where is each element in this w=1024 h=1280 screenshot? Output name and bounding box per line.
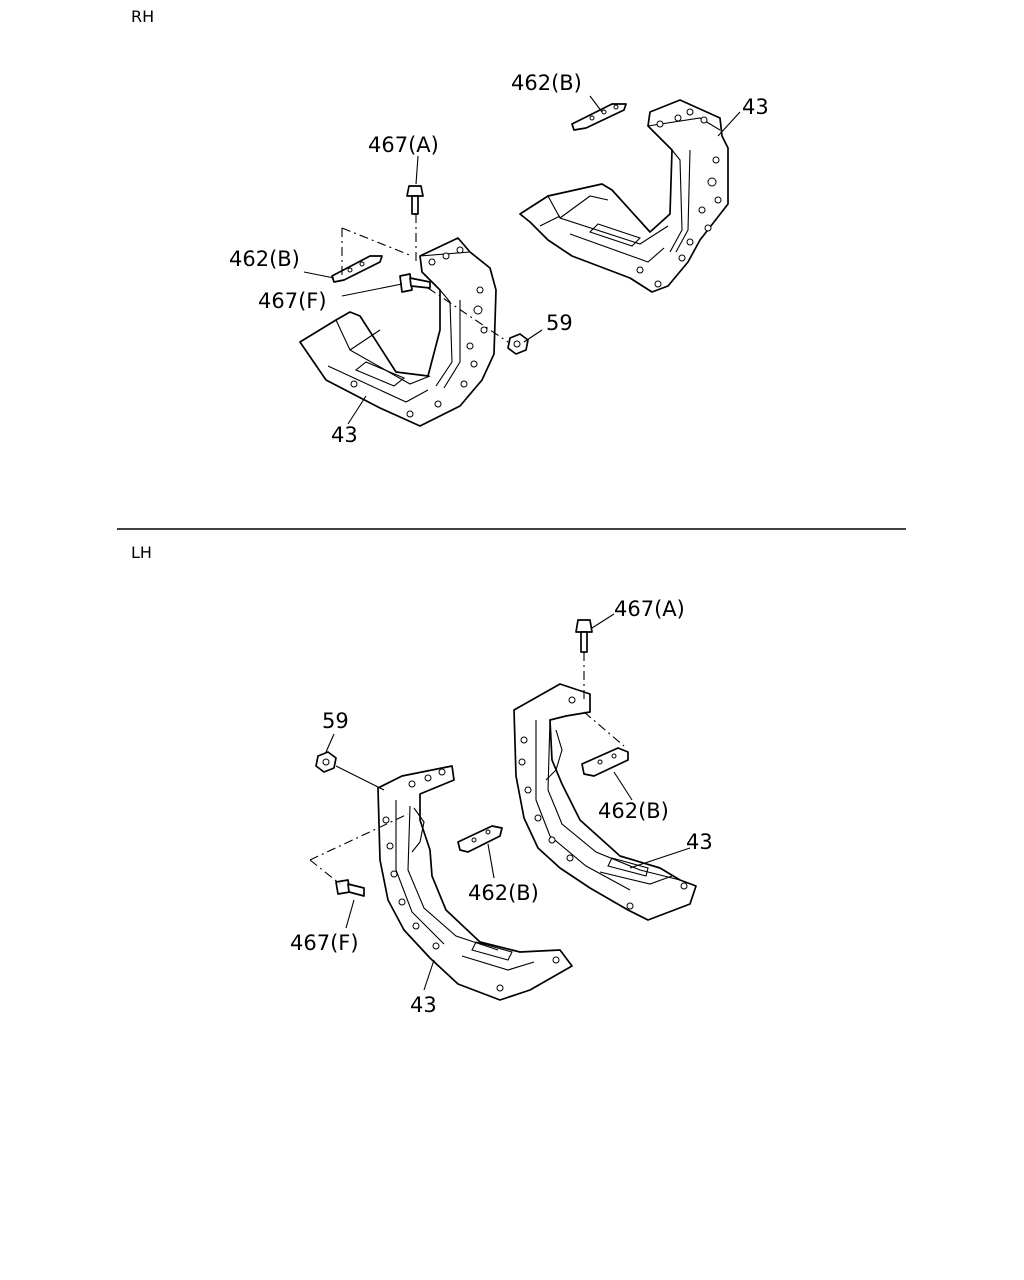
lh-bolt-467a <box>575 619 593 653</box>
lh-frame-43-right <box>513 683 697 921</box>
rh-bracket-462b-top <box>571 103 627 131</box>
lh-label-bracket-462b-right: 462(B) <box>598 799 669 823</box>
lh-label-frame-43-main: 43 <box>410 993 437 1017</box>
rh-label-bracket-462b-top: 462(B) <box>511 71 582 95</box>
lh-bracket-462b-center <box>457 825 503 853</box>
rh-bolt-467a <box>406 185 424 215</box>
lh-label-bolt-467a: 467(A) <box>614 597 685 621</box>
rh-label-bolt-467f: 467(F) <box>258 289 327 313</box>
lh-frame-43-main <box>377 765 573 1001</box>
lh-label-frame-43-right: 43 <box>686 830 713 854</box>
lh-section-title: LH <box>131 543 152 562</box>
rh-label-frame-43-right: 43 <box>742 95 769 119</box>
rh-section-title: RH <box>131 7 154 26</box>
lh-nut-59 <box>315 751 337 773</box>
rh-label-frame-43-main: 43 <box>331 423 358 447</box>
lh-label-nut-59: 59 <box>322 709 349 733</box>
rh-label-bracket-462b-left: 462(B) <box>229 247 300 271</box>
rh-bracket-462b-left <box>331 255 383 283</box>
lh-label-bolt-467f: 467(F) <box>290 931 359 955</box>
lh-label-bracket-462b-center: 462(B) <box>468 881 539 905</box>
rh-nut-59 <box>507 333 529 355</box>
rh-bolt-467f <box>399 273 431 293</box>
rh-label-nut-59: 59 <box>546 311 573 335</box>
rh-label-bolt-467a: 467(A) <box>368 133 439 157</box>
lh-bracket-462b-right <box>581 747 629 777</box>
lh-bolt-467f <box>335 879 365 897</box>
rh-frame-43-right <box>519 99 729 293</box>
rh-frame-43-main <box>299 237 497 427</box>
